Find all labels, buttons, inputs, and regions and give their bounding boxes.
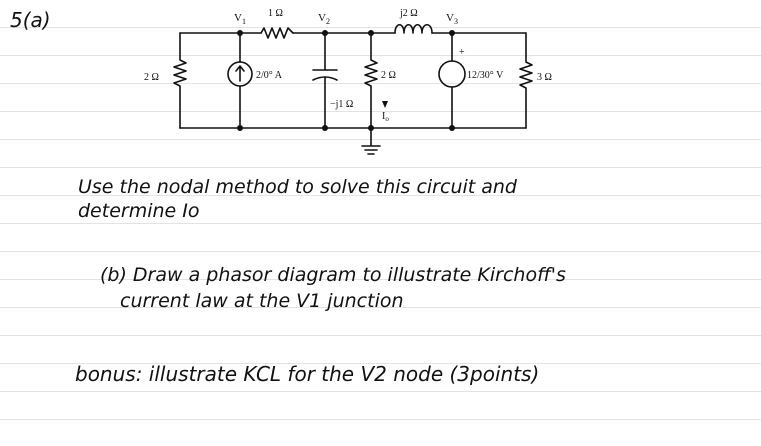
label-v1: V1 — [234, 12, 246, 26]
current-arrow — [382, 101, 388, 108]
label-r-left: 2 Ω — [144, 72, 159, 83]
label-inductor: j2 Ω — [399, 8, 418, 19]
label-v2: V2 — [318, 12, 330, 26]
instruction-line-4: current law at the V1 junction — [120, 290, 404, 312]
label-current-source: 2/0° A — [256, 70, 283, 81]
label-voltage-source: 12/30° V — [467, 70, 504, 81]
instruction-line-2: determine Io — [78, 200, 200, 222]
instruction-line-1: Use the nodal method to solve this circu… — [78, 176, 517, 198]
instruction-line-5: bonus: illustrate KCL for the V2 node (3… — [75, 362, 540, 386]
left-resistor — [173, 32, 187, 129]
top-resistor — [260, 27, 294, 39]
instruction-line-3: (b) Draw a phasor diagram to illustrate … — [100, 264, 566, 286]
problem-number: 5(a) — [10, 8, 51, 32]
inductor — [394, 23, 433, 34]
current-source-arrow — [235, 65, 245, 82]
label-v3: V3 — [446, 12, 458, 26]
label-plus: + — [459, 47, 465, 58]
label-r-middle: 2 Ω — [381, 70, 396, 81]
middle-resistor — [364, 32, 378, 129]
right-resistor — [519, 32, 533, 129]
current-source — [227, 61, 253, 87]
voltage-source — [438, 60, 466, 88]
ground — [361, 127, 381, 155]
label-r-top: 1 Ω — [268, 8, 283, 19]
label-r-right: 3 Ω — [537, 72, 552, 83]
label-io: Io — [382, 111, 389, 123]
capacitor-plates — [312, 69, 338, 81]
node-dots — [237, 30, 455, 131]
label-capacitor: −j1 Ω — [330, 99, 353, 110]
